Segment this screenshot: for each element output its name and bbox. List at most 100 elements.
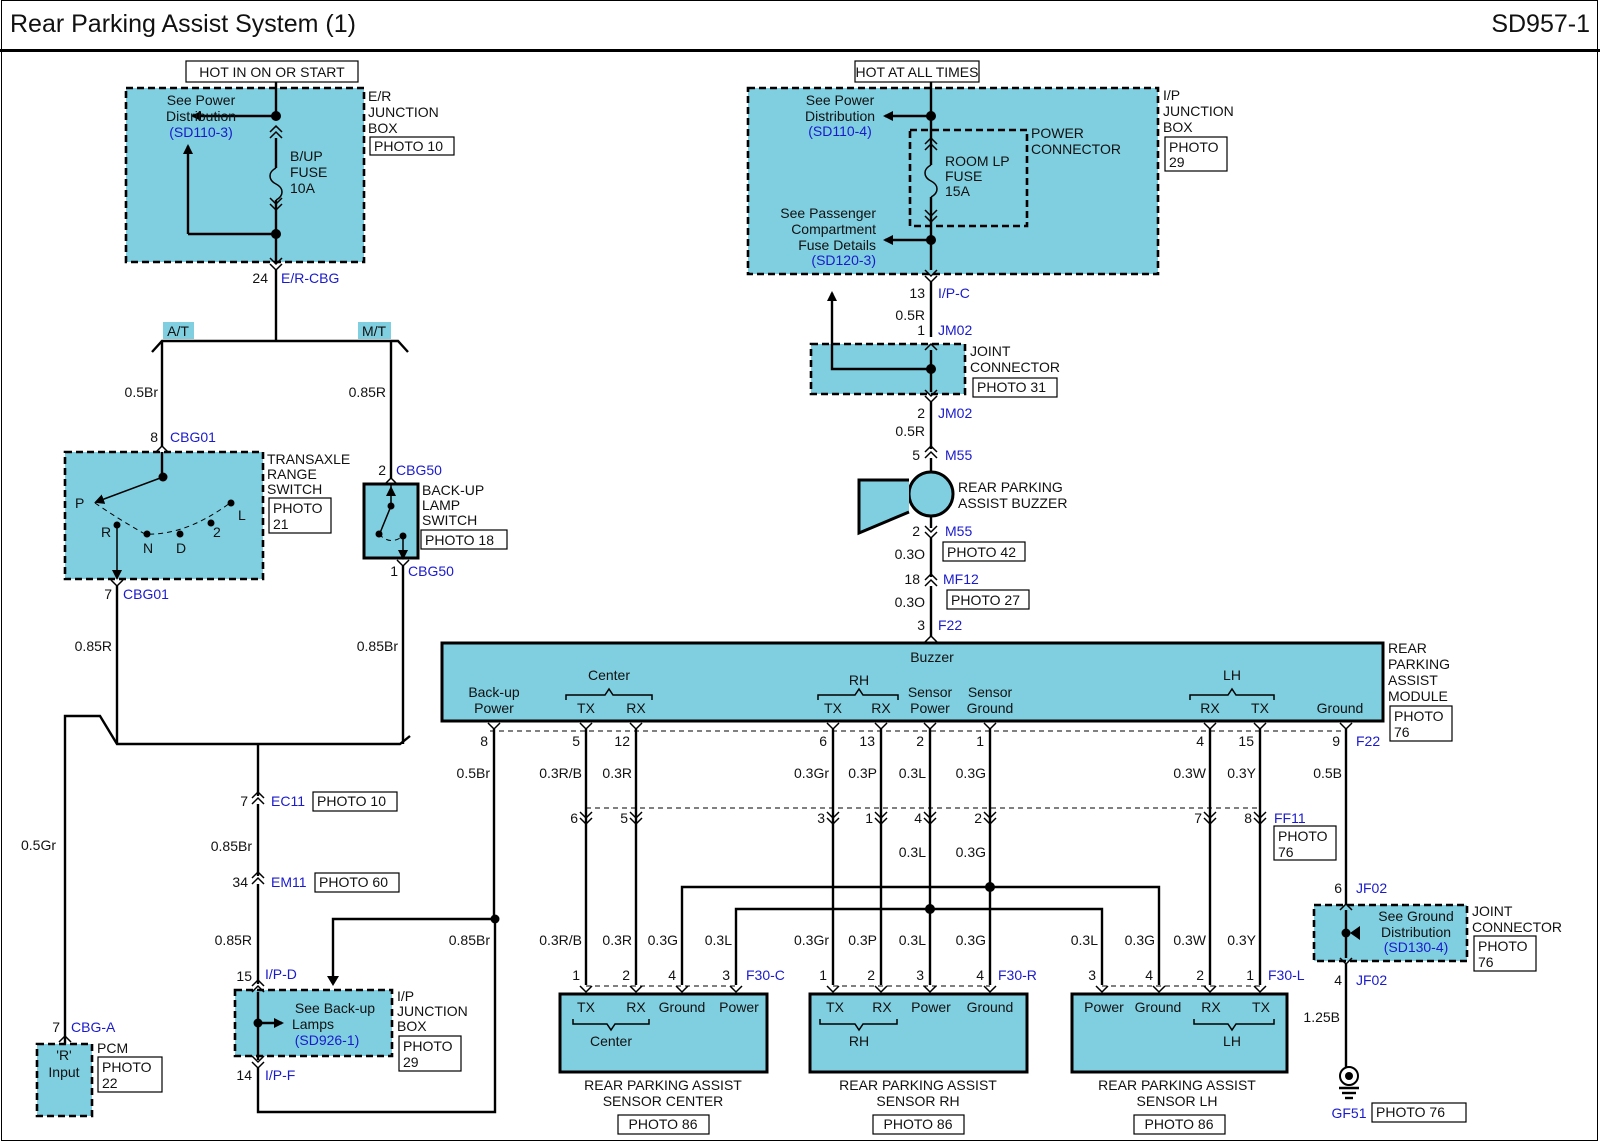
- buzzer-name-1: REAR PARKING: [958, 479, 1063, 495]
- sr-ground: Ground: [967, 999, 1014, 1015]
- mod-rh-tx: TX: [824, 700, 843, 716]
- mpin-2: 2: [916, 733, 924, 749]
- trs-pos-n: N: [143, 540, 153, 556]
- sensor-center: 1 2 4 3 F30-C TX RX Ground Power Center …: [558, 967, 785, 1135]
- pcm-photo-1: PHOTO: [102, 1059, 152, 1075]
- w-03g-a: 0.3G: [956, 765, 986, 781]
- em11-label: EM11: [271, 874, 307, 890]
- er-junction-box: HOT IN ON OR START See Power Distributio…: [124, 60, 455, 286]
- w-03l-b: 0.3L: [899, 844, 926, 860]
- pass-ref: (SD120-3): [811, 252, 876, 268]
- module-photo-1: PHOTO: [1394, 708, 1444, 724]
- sc-pin-2: 2: [622, 967, 630, 983]
- mpin-12: 12: [614, 733, 630, 749]
- ip-junction-box-body: [746, 86, 1160, 276]
- back-up-lamp-switch: 2 CBG50 1 CBG50 BACK-UP LAMP SWITCH PHOT…: [362, 462, 508, 579]
- trs-switch-arm: [94, 476, 164, 504]
- sc-photo: PHOTO 86: [629, 1116, 698, 1132]
- sl-pin-3: 3: [1088, 967, 1096, 983]
- jm02-top: JM02: [938, 322, 972, 338]
- ip-f-label: I/P-F: [265, 1067, 295, 1083]
- w-03w-a: 0.3W: [1173, 765, 1206, 781]
- jf02-bottom: JF02: [1356, 972, 1387, 988]
- m55-top: M55: [945, 447, 972, 463]
- sr-group: RH: [849, 1033, 869, 1049]
- mod-center-label: Center: [588, 667, 630, 683]
- wire-085br-left: 0.85Br: [357, 638, 399, 654]
- w-03g-e: 0.3G: [1125, 932, 1155, 948]
- em11-connector: [251, 870, 265, 885]
- f22-bottom: F22: [1356, 733, 1380, 749]
- module-photo-2: 76: [1394, 724, 1410, 740]
- ip-see-power-1: See Power: [806, 92, 875, 108]
- w-05br: 0.5Br: [457, 765, 491, 781]
- w-03w-b: 0.3W: [1173, 932, 1206, 948]
- trs-photo-2: 21: [273, 516, 289, 532]
- fuse-label-1: B/UP: [290, 148, 323, 164]
- left-wiring: 0.85R 0.85Br 0.5Gr 7 EC11 PHOTO 10 0.85B…: [21, 566, 411, 1044]
- sc-tx: TX: [577, 999, 596, 1015]
- trs-pos-r: R: [101, 524, 111, 540]
- ip-see-power-2: Distribution: [805, 108, 875, 124]
- room-lp-fuse-icon: [924, 164, 938, 198]
- rear-parking-assist-buzzer: 5 M55 REAR PARKING ASSIST BUZZER 2 M55 0…: [857, 444, 1067, 643]
- sr-pin-3: 3: [916, 967, 924, 983]
- wire-05r-bottom: 0.5R: [895, 423, 925, 439]
- see-power-text-1: See Power: [167, 92, 236, 108]
- mpin-6: 6: [819, 733, 827, 749]
- see-backup-1: See Back-up: [295, 1000, 375, 1016]
- mod-ground: Ground: [1317, 700, 1364, 716]
- mod-sp-2: Power: [910, 700, 950, 716]
- pc-label-2: CONNECTOR: [1031, 141, 1121, 157]
- ec11-pin: 7: [240, 793, 248, 809]
- sensor-rh-body: [808, 992, 1029, 1074]
- w-125b: 1.25B: [1303, 1009, 1340, 1025]
- wire-085r-mid: 0.85R: [215, 932, 252, 948]
- w-03y-b: 0.3Y: [1227, 932, 1256, 948]
- cbg01-top: CBG01: [170, 429, 216, 445]
- mpin-1: 1: [976, 733, 984, 749]
- ff11-6: 6: [570, 810, 578, 826]
- jf02-photo-2: 76: [1478, 954, 1494, 970]
- sr-pin-2: 2: [867, 967, 875, 983]
- sc-group: Center: [590, 1033, 632, 1049]
- cbg-a-label: CBG-A: [71, 1019, 116, 1035]
- w-03l-a: 0.3L: [899, 765, 926, 781]
- mpin-15: 15: [1238, 733, 1254, 749]
- sr-pin-4: 4: [976, 967, 984, 983]
- sensor-lh-body: [1070, 992, 1289, 1074]
- sr-name-2: SENSOR RH: [876, 1093, 959, 1109]
- pcm-body: [35, 1042, 94, 1118]
- mpin-8: 8: [480, 733, 488, 749]
- wire-085r: 0.85R: [349, 384, 386, 400]
- pcm: 7 CBG-A 'R' Input PCM PHOTO 22: [35, 1019, 163, 1118]
- buzzer-name-2: ASSIST BUZZER: [958, 495, 1067, 511]
- ff11-connector: [579, 811, 1267, 826]
- trs-pos-l: L: [238, 507, 246, 523]
- at-mt-branch: A/T M/T 0.5Br 0.85R: [125, 270, 409, 478]
- jf02-photo-1: PHOTO: [1478, 938, 1528, 954]
- sc-pin-3: 3: [722, 967, 730, 983]
- ip-c-label: I/P-C: [938, 285, 970, 301]
- module-pin-wires: 8 5 12 6 13 2 1 4 15 9 F22 0.5Br 0.3R/B …: [457, 722, 1380, 985]
- w-03g-b: 0.3G: [956, 844, 986, 860]
- ff11-3: 3: [817, 810, 825, 826]
- wire-05br: 0.5Br: [125, 384, 159, 400]
- sr-rx: RX: [872, 999, 892, 1015]
- ip-bottom-name-1: I/P: [397, 988, 414, 1004]
- trs-name-1: TRANSAXLE: [267, 451, 350, 467]
- ip-name-3: BOX: [1163, 119, 1193, 135]
- w-03rb-b: 0.3R/B: [539, 932, 582, 948]
- jm02-pin-1: 1: [917, 322, 925, 338]
- pass-1: See Passenger: [780, 205, 876, 221]
- bls-pin-2: 2: [378, 462, 386, 478]
- sl-group: LH: [1223, 1033, 1241, 1049]
- wire-03o-top: 0.3O: [895, 546, 925, 562]
- ip-junction-box: HOT AT ALL TIMES See Power Distribution …: [746, 60, 1234, 301]
- w-03r-a: 0.3R: [602, 765, 632, 781]
- see-power-text-2: Distribution: [166, 108, 236, 124]
- w-03l-c: 0.3L: [705, 932, 732, 948]
- ip-c-pin: 13: [909, 285, 925, 301]
- pcm-name: PCM: [97, 1040, 128, 1056]
- f22-top: F22: [938, 617, 962, 633]
